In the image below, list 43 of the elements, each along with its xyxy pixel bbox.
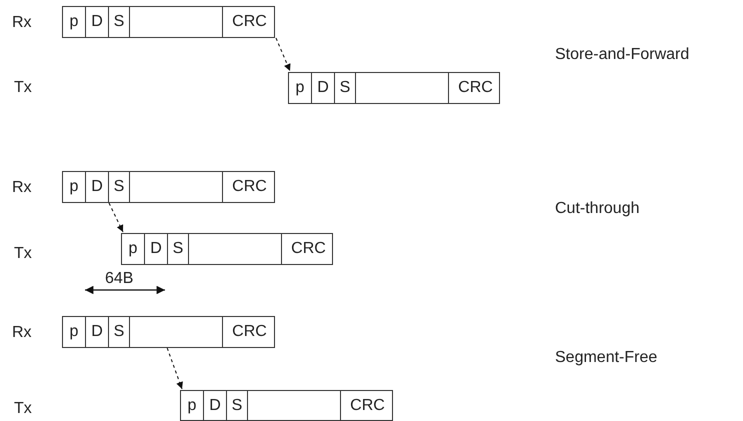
row-label: Rx <box>12 179 32 197</box>
field-label: D <box>317 79 329 97</box>
field-label: p <box>296 79 304 97</box>
mode-title: Cut-through <box>555 200 640 218</box>
arrow <box>276 38 290 72</box>
field-label: S <box>114 323 124 341</box>
arrow <box>166 348 183 390</box>
field-label: S <box>172 240 184 258</box>
dimension-label: 64B <box>105 270 134 288</box>
field-label: S <box>114 13 124 31</box>
field-label: p <box>70 178 78 196</box>
row-label: Tx <box>14 400 32 418</box>
row-label: Rx <box>12 14 32 32</box>
frame-box <box>62 171 275 203</box>
field-label: CRC <box>291 240 326 258</box>
frame-box <box>180 390 393 421</box>
field-label: D <box>209 396 221 414</box>
field-label: S <box>114 178 124 196</box>
frame-box <box>121 233 333 265</box>
field-label: CRC <box>232 13 267 31</box>
row-label: Tx <box>14 245 32 263</box>
field-label: D <box>150 240 162 258</box>
mode-title: Segment-Free <box>555 349 658 367</box>
field-label: D <box>91 323 103 341</box>
field-label: CRC <box>458 79 493 97</box>
field-label: D <box>91 178 103 196</box>
field-label: p <box>70 323 78 341</box>
row-label: Rx <box>12 324 32 342</box>
field-label: CRC <box>232 178 267 196</box>
frame-box <box>62 316 275 348</box>
row-label: Tx <box>14 79 32 97</box>
field-label: p <box>128 240 138 258</box>
field-label: D <box>91 13 103 31</box>
field-label: p <box>188 396 196 414</box>
frame-box <box>288 72 500 104</box>
field-label: p <box>70 13 78 31</box>
field-label: CRC <box>350 396 385 414</box>
field-label: S <box>340 79 350 97</box>
arrow <box>108 202 124 232</box>
frame-box <box>62 6 275 38</box>
field-label: S <box>232 396 242 414</box>
field-label: CRC <box>232 323 267 341</box>
mode-title: Store-and-Forward <box>555 46 690 64</box>
